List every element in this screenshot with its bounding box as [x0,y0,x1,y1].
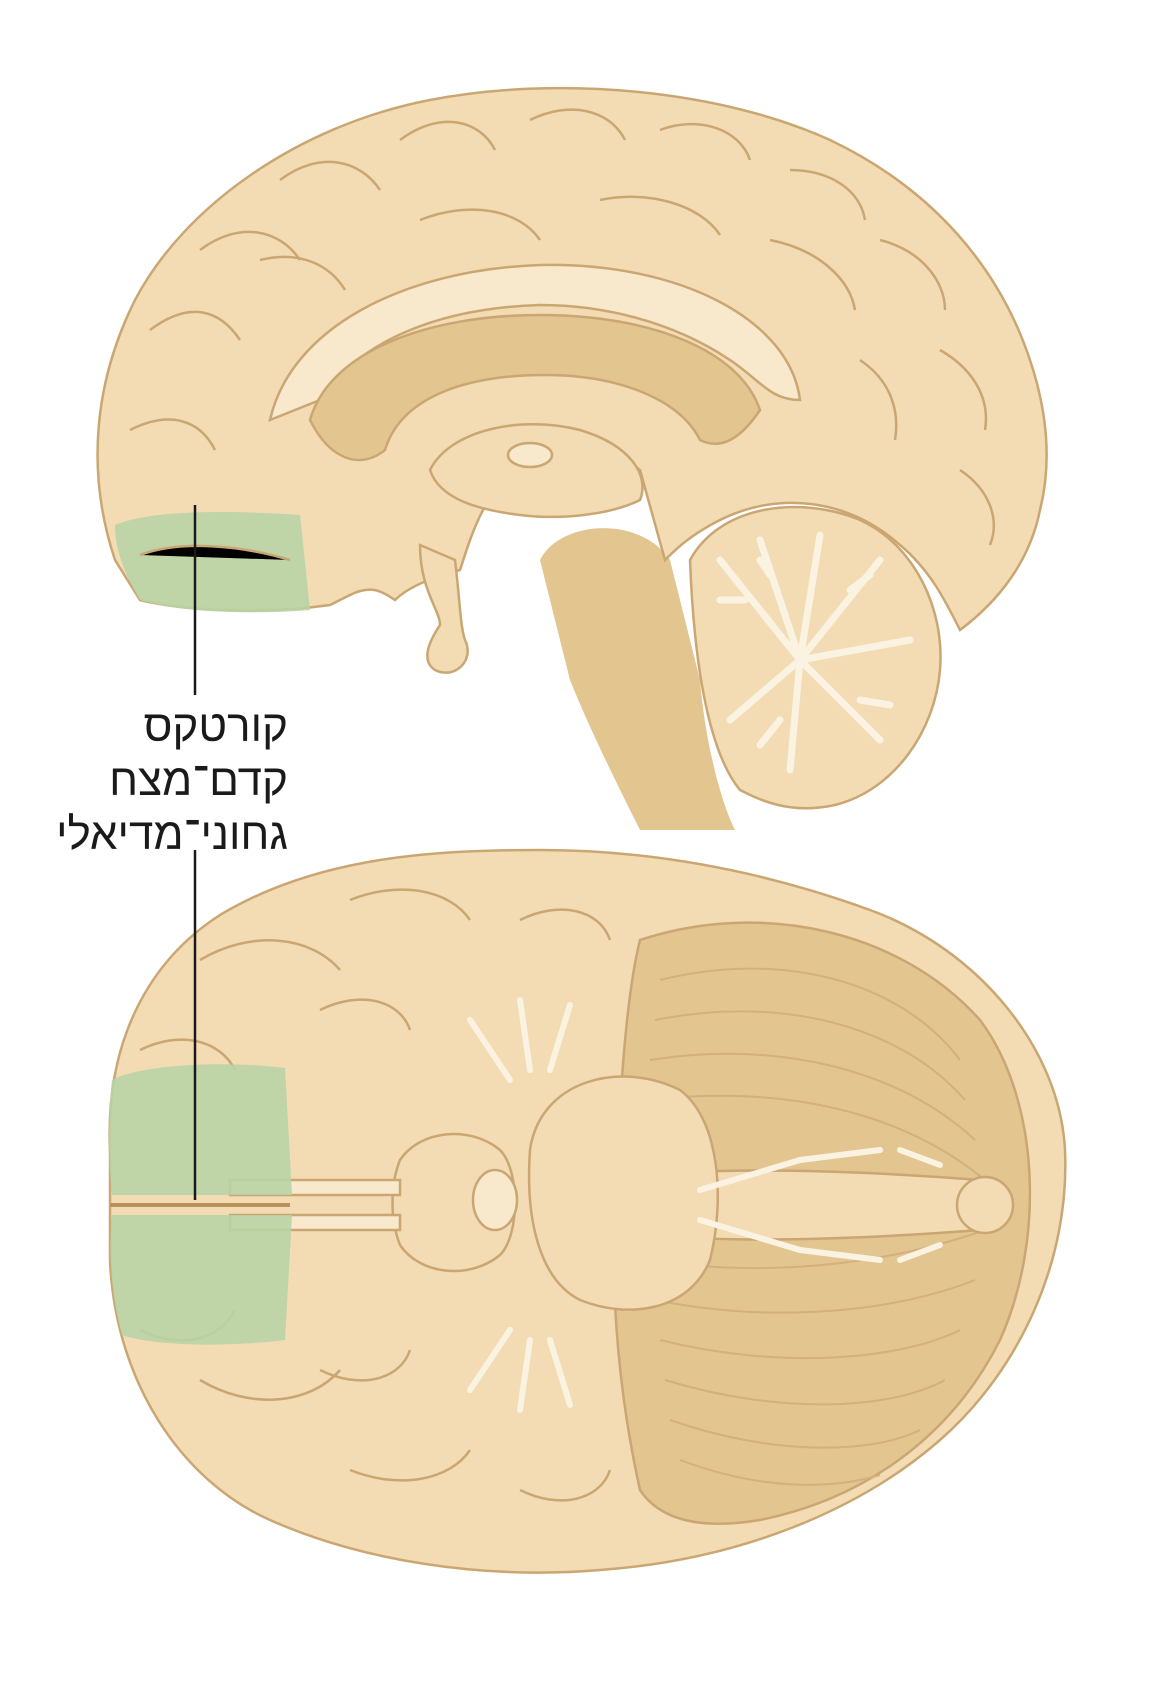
vmpfc-highlight-ventral-upper [109,1064,292,1195]
vmpfc-highlight-sagittal-fold [139,544,291,562]
corpus-callosum [308,313,762,462]
cingulate-gyrus [268,263,802,423]
pituitary [418,543,469,674]
cranial-nerves [467,997,943,1413]
brain-ventral-icon [108,848,1067,1574]
vmpfc-label: קורטקס קדם־מצח גחוני־מדיאלי [56,700,288,862]
vmpfc-highlight-ventral-lower [110,1215,292,1345]
thalamus [428,423,644,519]
vmpfc-highlight-sagittal [115,512,310,613]
brainstem-sagittal [540,528,735,830]
pituitary-ventral [471,1168,519,1232]
spinal-cord-section [955,1175,1015,1235]
brain-sagittal-icon [96,86,1048,830]
sagittal-gyri [129,108,995,546]
interthalamic-adhesion [506,441,554,469]
pons [527,1075,719,1311]
arbor-vitae [716,531,914,774]
label-line-1: קורטקס [143,702,288,751]
label-line-3: גחוני־מדיאלי [56,810,288,859]
label-line-2: קדם־מצח [109,756,288,805]
